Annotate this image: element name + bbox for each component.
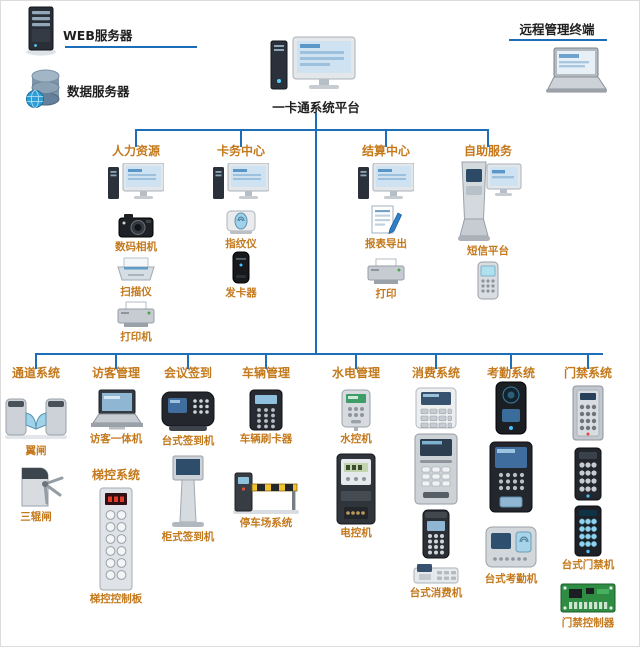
- connector-line: [35, 353, 37, 369]
- kiosk-floor-icon: [170, 455, 206, 529]
- hr-scanner-label: 扫描仪: [120, 286, 152, 298]
- connector-line: [385, 129, 387, 147]
- phone-icon: [470, 261, 506, 301]
- printer-icon: [116, 301, 156, 329]
- hr-printer-label: 打印机: [120, 331, 152, 343]
- web-server-label: WEB服务器: [63, 28, 133, 43]
- platform-label: 一卡通系统平台: [272, 100, 360, 115]
- connector-line: [240, 129, 242, 147]
- workstation-icon: [213, 163, 269, 205]
- hr-camera-label: 数码相机: [115, 241, 157, 253]
- st-print-label: 打印: [375, 288, 397, 300]
- elevator-panel-label: 梯控控制板: [89, 593, 143, 605]
- ss-sms-label: 短信平台: [467, 245, 509, 257]
- visitor-machine-icon: [87, 389, 145, 431]
- cc-fingerprint-label: 指纹仪: [225, 238, 257, 250]
- access-label: 门禁系统: [563, 366, 612, 380]
- st-report-label: 报表导出: [365, 238, 407, 250]
- access-reader-icon: [568, 385, 608, 441]
- connector-line: [187, 353, 189, 369]
- connector-line: [315, 113, 317, 129]
- utility-label: 水电管理: [331, 366, 380, 380]
- pos-small-icon: [413, 563, 459, 585]
- connector-line: [355, 353, 357, 369]
- data-server-label: 数据服务器: [67, 84, 130, 99]
- self-service-label: 自助服务: [463, 144, 512, 158]
- cc-card-issuer-label: 发卡器: [225, 287, 257, 299]
- visitor-label: 访客管理: [91, 366, 140, 380]
- connector-line: [587, 353, 589, 369]
- report-export-icon: [370, 205, 402, 235]
- visitor-machine-label: 访客一体机: [89, 433, 143, 445]
- server-tower-icon: [22, 6, 60, 56]
- vehicle-label: 车辆管理: [241, 366, 290, 380]
- barrier-icon: [233, 469, 299, 515]
- channel-label: 通道系统: [11, 366, 60, 380]
- access-desktop-label: 台式门禁机: [561, 559, 615, 571]
- attendance-label: 考勤系统: [486, 366, 535, 380]
- water-controller-icon: [339, 389, 373, 431]
- meeting-label: 会议签到: [163, 366, 212, 380]
- desktop-pc-icon: [269, 35, 359, 97]
- face-device-icon: [489, 381, 533, 435]
- consumption-label: 消费系统: [411, 366, 460, 380]
- connector-line: [509, 39, 607, 41]
- connector-line: [315, 129, 317, 355]
- remote-terminal-label: 远程管理终端: [519, 22, 595, 37]
- camera-icon: [118, 211, 154, 239]
- workstation-icon: [108, 163, 164, 205]
- vehicle-reader-icon: [246, 389, 286, 431]
- scanner-icon: [116, 257, 156, 283]
- card-center-label: 卡务中心: [216, 144, 265, 158]
- handheld-pos-icon: [419, 509, 453, 559]
- parking-label: 停车场系统: [239, 517, 293, 529]
- elevator-section-label: 梯控系统: [91, 468, 140, 482]
- turnstile-icon: [8, 463, 64, 509]
- checkin-kiosk-label: 柜式签到机: [161, 531, 215, 543]
- attendance-terminal-icon: [487, 441, 535, 513]
- elevator-panel-icon: [99, 487, 133, 591]
- connector-line: [135, 129, 489, 131]
- atm-icon: [413, 433, 459, 505]
- keypad-dark-icon: [571, 447, 605, 501]
- printer-icon: [366, 258, 406, 286]
- wing-gate-label: 翼闸: [25, 445, 47, 457]
- connector-line: [435, 353, 437, 369]
- wing-gate-icon: [5, 391, 67, 443]
- card-issuer-icon: [228, 251, 254, 285]
- vehicle-reader-label: 车辆刷卡器: [239, 433, 293, 445]
- electric-meter-icon: [334, 453, 378, 525]
- laptop-icon: [539, 47, 609, 95]
- connector-line: [115, 353, 117, 369]
- connector-line: [510, 353, 512, 369]
- connector-line: [265, 353, 267, 369]
- access-controller-label: 门禁控制器: [561, 617, 615, 629]
- connector-line: [65, 46, 197, 48]
- workstation-icon: [358, 163, 414, 205]
- keypad-blue-icon: [571, 505, 605, 557]
- fingerprint-reader-icon: [224, 209, 258, 235]
- electric-controller-label: 电控机: [340, 527, 372, 539]
- hr-label: 人力资源: [111, 144, 160, 158]
- database-icon: [23, 67, 67, 111]
- attendance-desktop-label: 台式考勤机: [484, 573, 538, 585]
- water-controller-label: 水控机: [340, 433, 372, 445]
- connector-line: [135, 129, 137, 147]
- pos-white-icon: [414, 387, 458, 429]
- pos-desktop-label: 台式消费机: [409, 587, 463, 599]
- kiosk-icon: [453, 161, 523, 243]
- checkin-desktop-icon: [161, 389, 215, 433]
- fingerprint-attendance-icon: [485, 523, 537, 569]
- connector-line: [35, 353, 603, 355]
- turnstile-label: 三辊闸: [20, 511, 52, 523]
- settlement-label: 结算中心: [361, 144, 410, 158]
- checkin-desktop-label: 台式签到机: [161, 435, 215, 447]
- pcb-icon: [560, 581, 616, 615]
- connector-line: [487, 129, 489, 147]
